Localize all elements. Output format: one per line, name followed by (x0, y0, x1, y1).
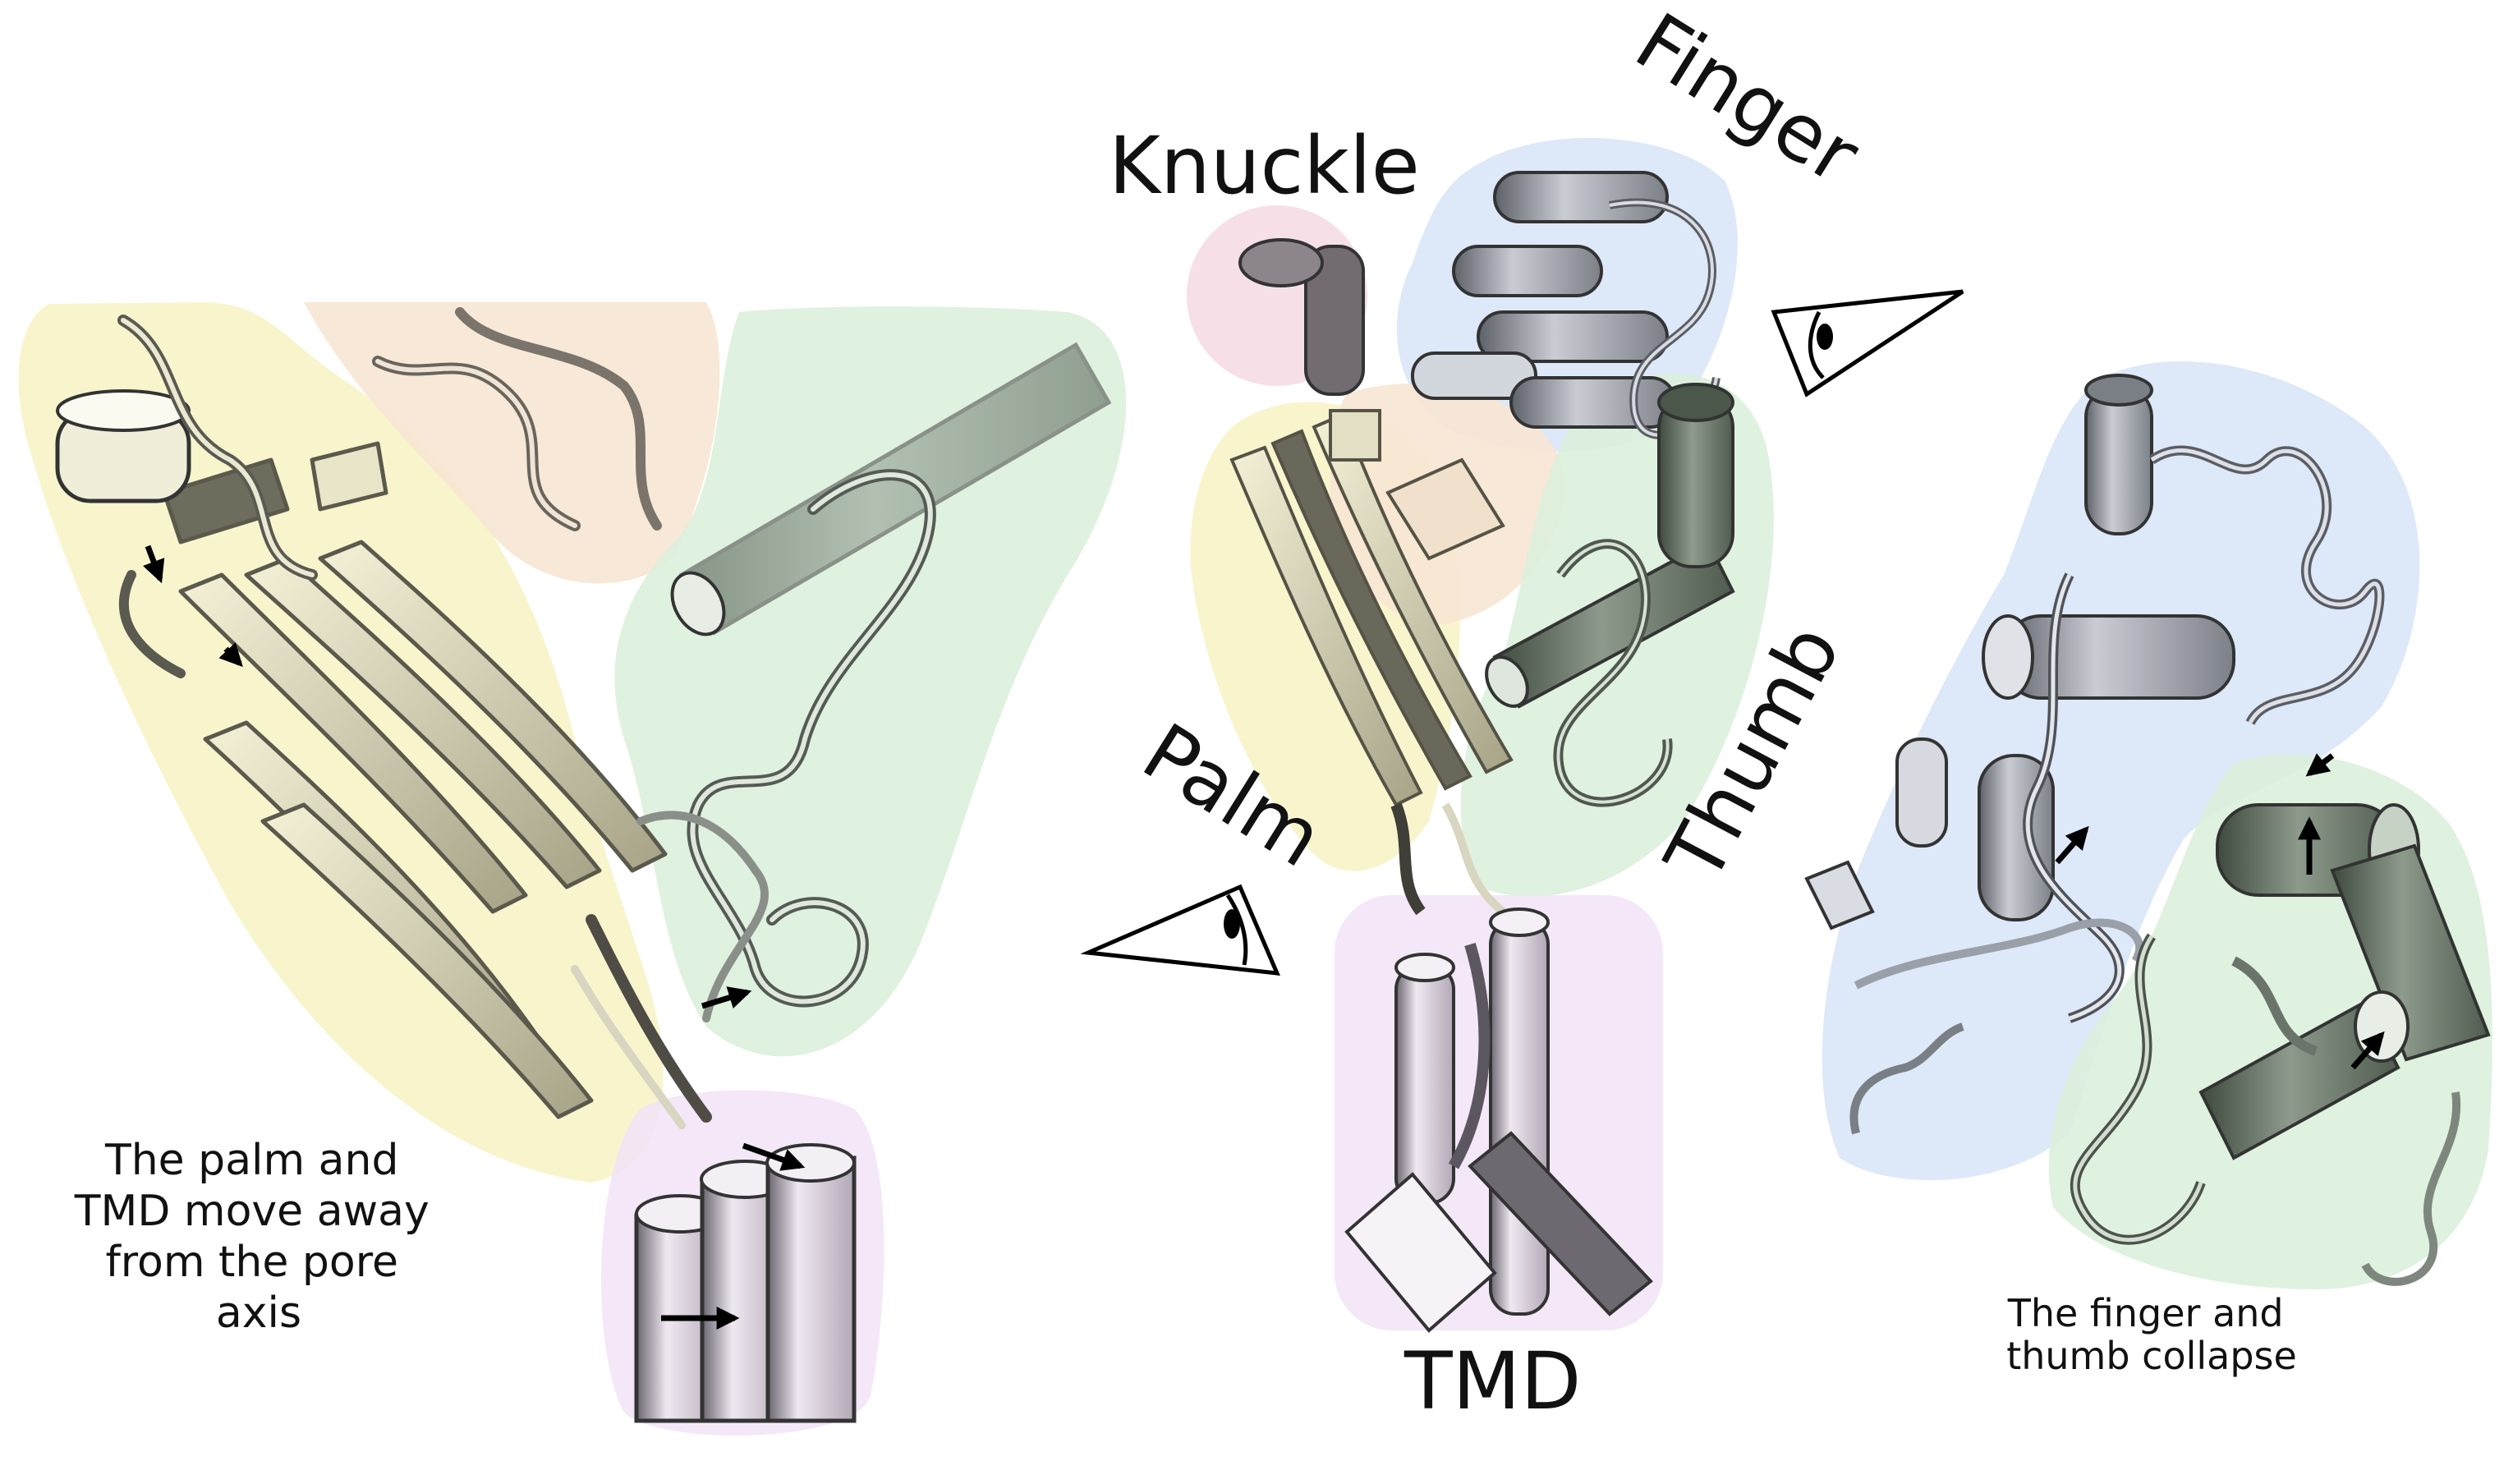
left-loops (117, 307, 712, 1129)
arrow-icon (143, 544, 806, 1330)
caption-right: The finger and thumb collapse (2006, 1291, 2297, 1378)
palm-beta-sheet (162, 441, 668, 1119)
thumb-right-helices (2198, 803, 2491, 1160)
caption-left: The palm and TMD move away from the pore… (74, 1136, 443, 1338)
knuckle-helix (1238, 238, 1365, 396)
right-panel: The finger and thumb collapse (1804, 361, 2492, 1378)
finger-right-loops (1854, 445, 2385, 1023)
thumb-right-loops (2070, 933, 2461, 1286)
palm-helix (55, 389, 191, 503)
arrow-icon (2055, 753, 2385, 1070)
center-linkers (1390, 802, 1506, 916)
label-tmd: TMD (1404, 1335, 1581, 1427)
label-knuckle: Knuckle (1109, 120, 1420, 212)
eye-icon (1080, 884, 1280, 976)
thumb-loops-left (636, 469, 936, 1022)
thumb-center-helices (1485, 383, 1735, 807)
eye-icon (1771, 289, 1964, 397)
finger-right-helices (1804, 374, 2235, 1135)
thumb-region (614, 306, 1127, 1057)
left-panel: The palm and TMD move away from the pore… (18, 302, 1127, 1436)
palm-center-sheet (1229, 409, 1514, 807)
tmd-center-helices (1344, 907, 1653, 1333)
thumb-helix-left (670, 342, 1112, 636)
center-panel: Knuckle Finger Palm Thumb TMD (1080, 0, 1964, 1427)
tmd-helices-left (634, 1143, 857, 1423)
finger-right-region (1822, 361, 2420, 1181)
